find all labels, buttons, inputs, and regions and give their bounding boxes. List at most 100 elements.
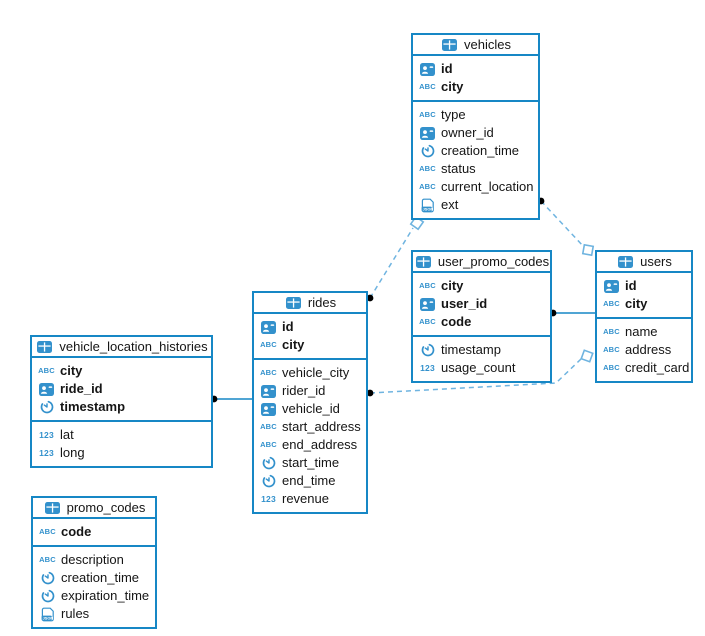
table-grid-icon	[414, 255, 433, 268]
field-row: rider_id	[254, 382, 366, 400]
123-number-icon: 123	[39, 430, 54, 440]
field-label: timestamp	[441, 342, 501, 357]
field-row: id	[254, 318, 366, 336]
abc-text-icon: ABC	[603, 299, 620, 308]
123-number-icon: 123	[39, 448, 54, 458]
relationship-rides-vehicles[interactable]	[369, 227, 414, 299]
field-label: status	[441, 161, 476, 176]
field-label: expiration_time	[61, 588, 150, 603]
svg-text:JSON: JSON	[42, 615, 53, 620]
clock-icon	[259, 474, 278, 488]
field-label: revenue	[282, 491, 329, 506]
field-label: lat	[60, 427, 74, 442]
field-label: vehicle_id	[282, 401, 340, 416]
id-card-icon	[259, 320, 278, 334]
id-card-icon	[259, 402, 278, 416]
abc-text-icon: ABC	[260, 368, 277, 377]
field-label: description	[61, 552, 124, 567]
table-header[interactable]: vehicles	[413, 35, 538, 56]
field-label: ride_id	[60, 381, 103, 396]
field-row: 123 revenue	[254, 490, 366, 508]
field-label: start_address	[282, 419, 361, 434]
id-card-icon	[37, 382, 56, 396]
table-promo-codes[interactable]: promo_codes ABC code ABC description creati…	[31, 496, 157, 629]
table-title: rides	[307, 295, 337, 310]
relationship-vehicles-users[interactable]	[540, 200, 585, 248]
field-row: start_time	[254, 454, 366, 472]
clock-icon	[259, 456, 278, 470]
field-label: creation_time	[441, 143, 520, 158]
table-header[interactable]: promo_codes	[33, 498, 155, 519]
field-label: id	[282, 319, 294, 334]
relationship-square-marker	[581, 243, 595, 257]
clock-icon	[38, 571, 57, 585]
field-row: id	[413, 60, 538, 78]
field-label: address	[625, 342, 672, 357]
id-card-icon	[418, 62, 437, 76]
fields-section: ABC description creation_time expiration_ti…	[33, 547, 155, 627]
field-row: expiration_time	[33, 587, 155, 605]
field-label: user_id	[441, 296, 488, 311]
abc-text-icon: ABC	[419, 281, 436, 290]
field-label: usage_count	[441, 360, 516, 375]
field-row: ABC credit_card	[597, 359, 691, 377]
field-row: end_time	[254, 472, 366, 490]
fields-section: 123 lat 123 long	[32, 422, 211, 466]
field-label: credit_card	[625, 360, 690, 375]
field-row: creation_time	[413, 142, 538, 160]
abc-text-icon: ABC	[419, 110, 436, 119]
table-header[interactable]: user_promo_codes	[413, 252, 550, 273]
clock-icon	[38, 589, 57, 603]
abc-text-icon: ABC	[39, 555, 56, 564]
abc-text-icon: ABC	[419, 82, 436, 91]
abc-text-icon: ABC	[39, 527, 56, 536]
relationship-rides-users[interactable]	[369, 358, 582, 394]
field-row: ABC code	[33, 523, 155, 541]
field-label: name	[625, 324, 658, 339]
table-header[interactable]: vehicle_location_histories	[32, 337, 211, 358]
field-row: ABC city	[413, 277, 550, 295]
table-header[interactable]: users	[597, 252, 691, 273]
abc-text-icon: ABC	[603, 327, 620, 336]
field-label: city	[441, 278, 464, 293]
field-label: city	[625, 296, 648, 311]
table-title: vehicles	[464, 37, 511, 52]
field-label: code	[441, 314, 472, 329]
table-grid-icon	[616, 255, 635, 268]
id-card-icon	[418, 297, 437, 311]
abc-text-icon: ABC	[603, 363, 620, 372]
abc-text-icon: ABC	[260, 340, 277, 349]
field-row: vehicle_id	[254, 400, 366, 418]
table-header[interactable]: rides	[254, 293, 366, 314]
clock-icon	[37, 400, 56, 414]
table-grid-icon	[284, 296, 303, 309]
field-label: vehicle_city	[282, 365, 350, 380]
field-row: ABC city	[597, 295, 691, 313]
field-label: creation_time	[61, 570, 140, 585]
123-number-icon: 123	[261, 494, 276, 504]
field-label: code	[61, 524, 92, 539]
id-card-icon	[418, 126, 437, 140]
json-document-icon: JSON	[38, 607, 57, 622]
field-row: ABC description	[33, 551, 155, 569]
field-row: ABC vehicle_city	[254, 364, 366, 382]
field-label: long	[60, 445, 85, 460]
abc-text-icon: ABC	[419, 164, 436, 173]
field-label: id	[441, 61, 453, 76]
field-label: city	[282, 337, 305, 352]
table-title: users	[640, 254, 672, 269]
